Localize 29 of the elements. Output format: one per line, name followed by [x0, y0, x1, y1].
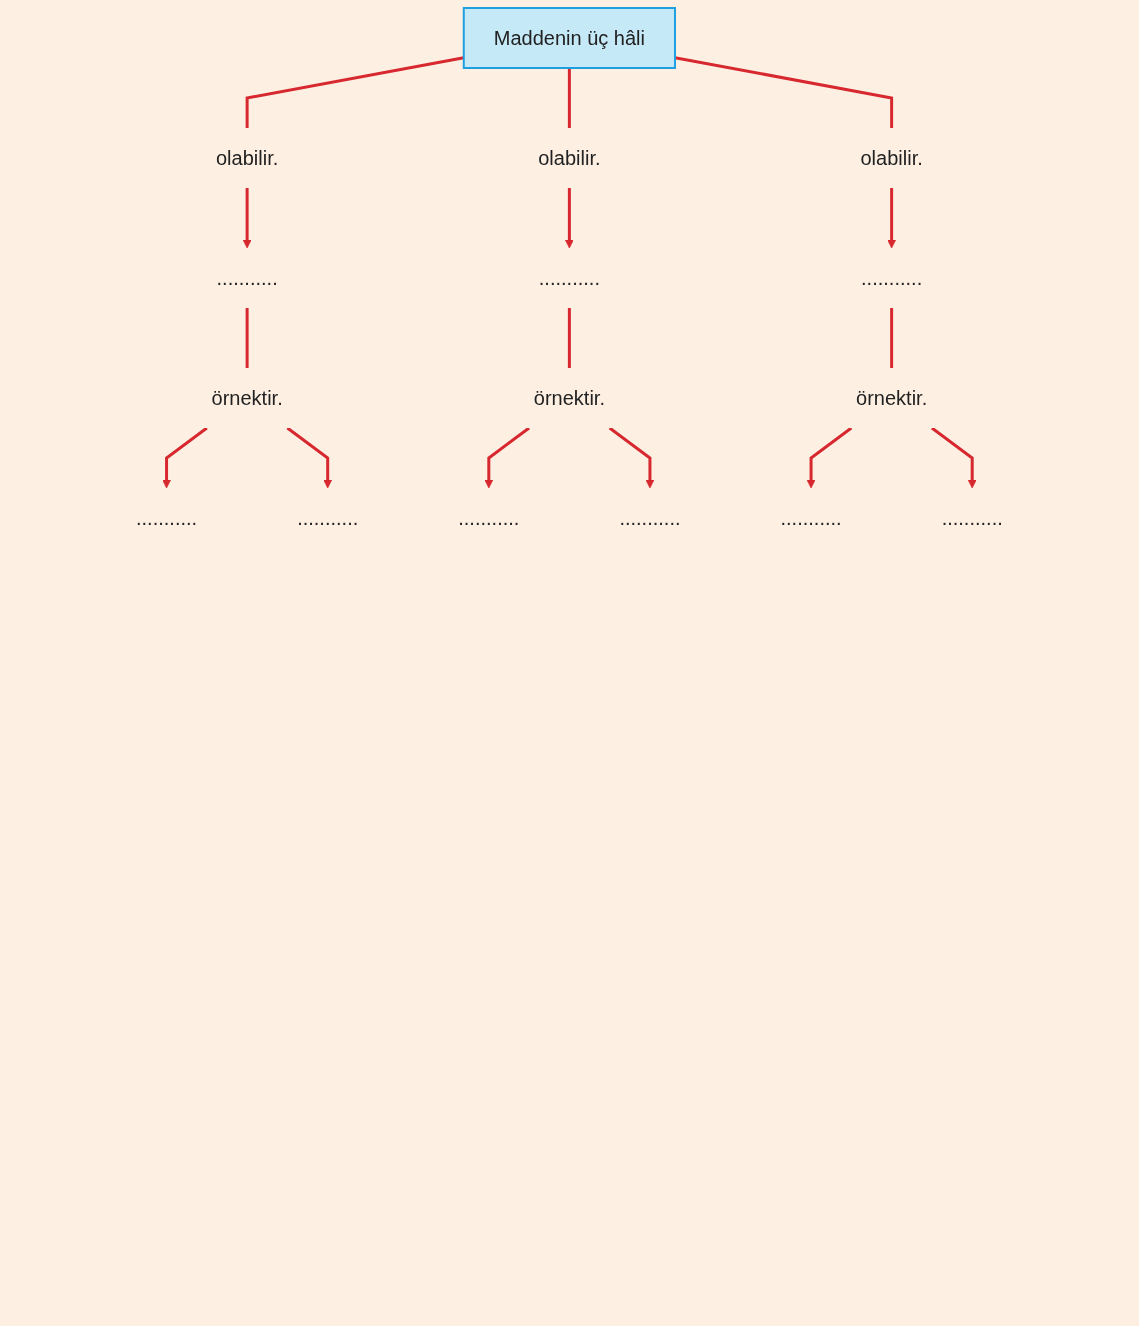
arrow	[608, 426, 655, 489]
node-text: ...........	[538, 267, 601, 289]
node-text: ...........	[861, 267, 923, 289]
node-text: ...........	[941, 507, 1003, 529]
node-text: ...........	[136, 507, 198, 529]
arrow	[242, 188, 252, 249]
node-text: olabilir.	[860, 147, 923, 169]
arrow	[565, 188, 574, 249]
node-text: ...........	[780, 507, 842, 529]
node-box: Maddenin üç hâli	[462, 7, 677, 69]
node-text: ...........	[458, 507, 520, 529]
node-text: olabilir.	[538, 147, 601, 169]
node-text: ...........	[297, 507, 359, 529]
arrow	[286, 426, 333, 489]
connector	[568, 68, 571, 128]
node-text: ...........	[619, 507, 681, 529]
arrow	[931, 426, 977, 489]
arrow	[806, 426, 853, 489]
node-text: ...........	[216, 267, 278, 289]
node-text: örnektir.	[211, 387, 283, 409]
connector	[568, 308, 571, 368]
arrow	[162, 426, 208, 489]
arrow	[887, 188, 897, 249]
connector	[245, 308, 249, 368]
arrow	[484, 426, 531, 489]
node-text: örnektir.	[533, 387, 606, 409]
node-text: olabilir.	[216, 147, 279, 169]
connector	[890, 308, 894, 368]
node-text: örnektir.	[856, 387, 928, 409]
